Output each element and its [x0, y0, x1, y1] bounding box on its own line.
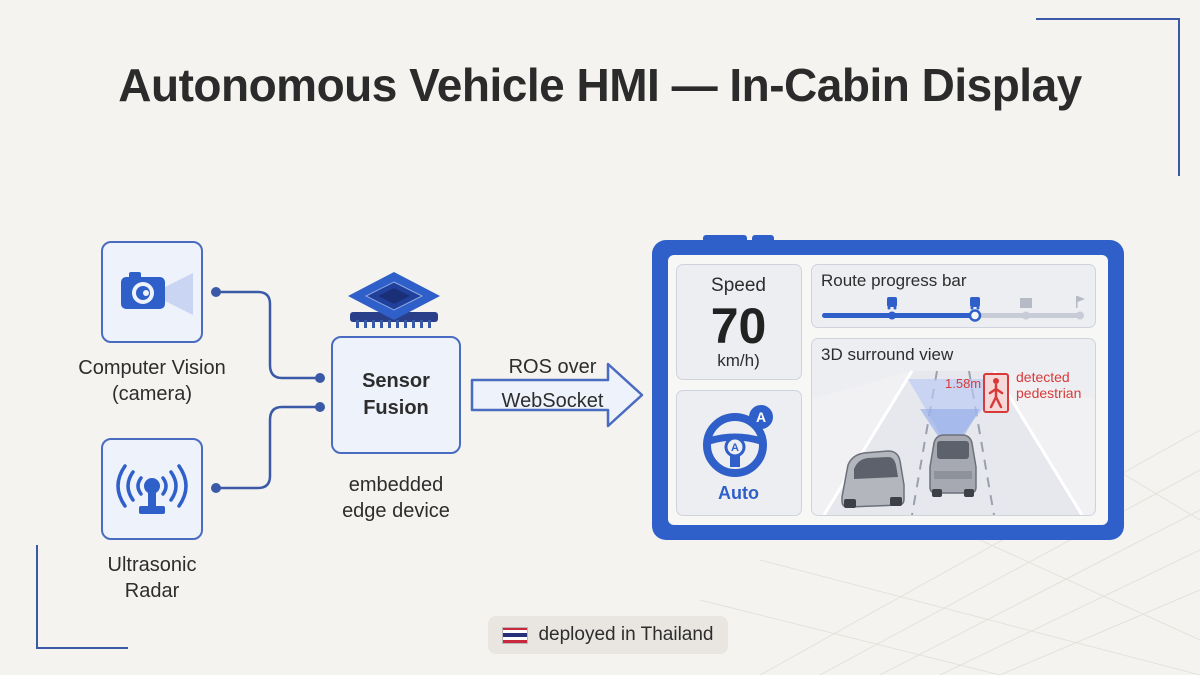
radar-label-line1: Ultrasonic: [107, 554, 197, 576]
route-stop-dots: [888, 309, 1084, 322]
route-progress-label: Route progress bar: [821, 271, 967, 290]
radar-label: Ultrasonic Radar: [52, 552, 252, 604]
pedestrian-icon: [983, 373, 1009, 413]
surround-view-scene: [812, 370, 1094, 515]
detection-label: detected pedestrian: [1016, 369, 1081, 401]
speed-panel: Speed 70 km/h): [676, 264, 802, 380]
route-progress-panel: Route progress bar: [811, 264, 1096, 328]
flag-icon: [1076, 296, 1085, 308]
link-label-line1: ROS over: [508, 356, 597, 378]
link-label-line2: WebSocket: [501, 390, 604, 412]
speed-value: 70: [710, 298, 767, 354]
route-progress-bar: [822, 296, 1085, 322]
link-label: ROS over WebSocket: [470, 350, 635, 418]
thailand-flag-icon: [502, 626, 529, 644]
detection-label-line1: detected: [1016, 369, 1070, 385]
ego-vehicle-icon: [929, 434, 977, 497]
speed-label: Speed: [711, 275, 766, 296]
camera-label: Computer Vision (camera): [52, 355, 252, 407]
fusion-caption-line2: edge device: [342, 500, 450, 522]
fusion-caption-line1: embedded: [348, 474, 444, 496]
camera-icon: [121, 272, 193, 315]
camera-sensor-box: [101, 241, 203, 343]
radar-label-line2: Radar: [124, 580, 180, 602]
bus-icon: [887, 297, 897, 310]
corner-bracket-top-right: [1036, 18, 1180, 176]
auto-mode-label: Auto: [718, 483, 759, 503]
sensor-fusion-box: Sensor Fusion: [331, 336, 461, 454]
radar-sensor-box: [101, 438, 203, 540]
building-icon: [1020, 298, 1032, 308]
chip-icon: [348, 272, 440, 328]
steering-wheel-icon: A A: [703, 405, 773, 477]
surround-view-panel: 3D surround view 1.58m detected pedestri…: [811, 338, 1096, 516]
page-title: Autonomous Vehicle HMI — In-Cabin Displa…: [118, 59, 1082, 111]
route-progress-fill: [822, 313, 980, 318]
deployment-badge: deployed in Thailand: [488, 616, 728, 654]
deployment-label: deployed in Thailand: [538, 624, 714, 645]
nearby-vehicle-icon: [841, 450, 905, 508]
speed-unit: km/h): [717, 351, 760, 370]
detection-label-line2: pedestrian: [1016, 385, 1082, 401]
link-arrow-icon: [470, 362, 644, 428]
svg-text:A: A: [756, 409, 766, 425]
camera-label-line1: Computer Vision: [78, 357, 226, 379]
fusion-caption: embedded edge device: [306, 472, 486, 524]
corner-bracket-bottom-left: [36, 545, 128, 649]
bus-icon: [970, 297, 980, 310]
distance-label: 1.58m: [945, 376, 982, 391]
fusion-label-line2: Fusion: [363, 397, 429, 419]
surround-view-label: 3D surround view: [821, 345, 954, 364]
camera-label-line2: (camera): [111, 383, 192, 405]
auto-mode-panel[interactable]: A A Auto: [676, 390, 802, 516]
svg-text:A: A: [731, 442, 739, 454]
fusion-label-line1: Sensor: [362, 370, 430, 392]
radar-icon: [116, 464, 188, 514]
